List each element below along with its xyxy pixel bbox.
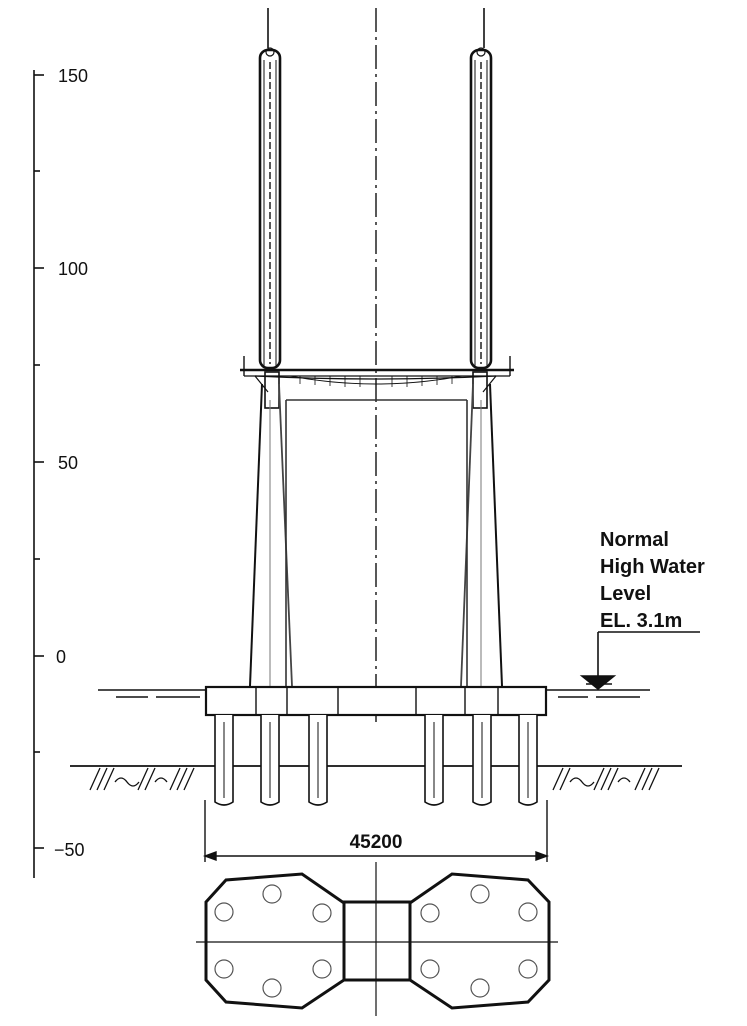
- dimension-line: [202, 800, 550, 862]
- plan-pile-circles: [214, 884, 538, 998]
- water-level-line-4: EL. 3.1m: [600, 610, 682, 632]
- water-level-symbol: [579, 631, 700, 691]
- scale-label-100: 100: [58, 259, 88, 279]
- left-tower-upper: [258, 8, 282, 370]
- water-surface: [98, 689, 650, 698]
- seabed-line: [70, 765, 682, 791]
- scale-label-50: 50: [58, 453, 78, 473]
- bridge-deck: [240, 356, 514, 409]
- footing-plan: [196, 862, 558, 1016]
- scale-label-0: 0: [56, 647, 66, 667]
- right-tower-upper: [469, 8, 493, 370]
- water-level-line-3: Level: [600, 583, 651, 605]
- left-hex-footing: [204, 872, 346, 1010]
- pile-cap: [204, 685, 548, 717]
- right-hex-footing: [408, 872, 551, 1010]
- center-tie-beam: [342, 900, 412, 982]
- piles: [214, 715, 538, 806]
- water-level-line-1: Normal: [600, 529, 669, 551]
- water-level-line-2: High Water: [600, 556, 705, 578]
- scale-label-150: 150: [58, 66, 88, 86]
- water-level-label: Normal High Water Level EL. 3.1m: [600, 529, 705, 632]
- dimension-label: 45200: [350, 832, 403, 853]
- scale-label-neg50: −50: [54, 840, 85, 860]
- portal-frame: [285, 399, 468, 686]
- elevation-scale: [33, 70, 44, 878]
